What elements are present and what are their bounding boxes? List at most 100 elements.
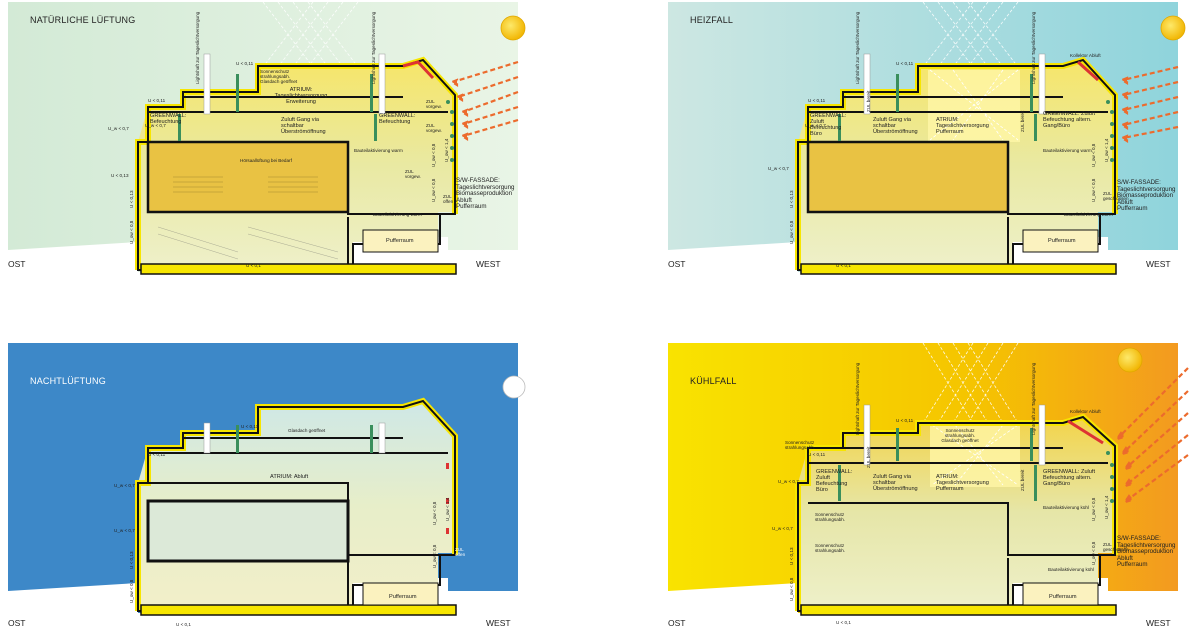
greenwall-left-label: GREENWALL: Zuluft Befeuchtung Büro	[810, 113, 847, 137]
east-label: OST	[668, 618, 686, 628]
sw-facade-label: S/W-FASSADE: Tageslichtversorgung Biomas…	[456, 177, 515, 210]
panel-title: NATÜRLICHE LÜFTUNG	[30, 15, 136, 25]
atrium-rays	[931, 424, 1019, 486]
u-bottom-label: U < 0,1	[246, 263, 261, 268]
greenwall-strips	[838, 428, 1037, 501]
facade-green-dots	[446, 100, 454, 162]
red-glazing	[1067, 419, 1104, 445]
uw1-label: U_w < 0,7	[805, 123, 826, 128]
atrium-glow	[928, 70, 1020, 142]
puffer-label: Pufferraum	[1049, 594, 1077, 600]
uow-14-label: U_ow < 1,4	[1104, 138, 1109, 162]
u-left-label: U < 0,11	[148, 98, 166, 103]
uow-left-label: U_ow < 0,8	[789, 220, 794, 244]
uw2-label: U_w < 0,7	[108, 126, 129, 131]
glasdach-label: Glasdach geöffnet	[288, 428, 326, 433]
bauteil-lower-label: Bauteilaktivierung warm	[1064, 212, 1113, 217]
hall-seats	[173, 176, 318, 193]
panel-title: NACHTLÜFTUNG	[30, 376, 106, 386]
east-label: OST	[8, 618, 26, 628]
u-top-label: U < 0,11	[236, 61, 254, 66]
lightshaft-tubes	[203, 53, 386, 115]
uw1-label: U_w < 0,7	[145, 123, 166, 128]
stairs	[157, 226, 339, 260]
uow-r2-label: U_ow < 0,8	[431, 178, 436, 202]
u-left-label: U < 0,11	[808, 98, 826, 103]
uow-r1-label: U_ow < 0,8	[1091, 497, 1096, 521]
uow-14-label: U_ow < 1,4	[444, 138, 449, 162]
zul-small-label: ZUL offen	[455, 547, 466, 557]
sw-small-label: ZUL geschlossen	[1103, 542, 1129, 551]
kollektor-label: Kollektor Abluft	[1070, 409, 1101, 414]
u-top-label: U < 0,11	[896, 61, 914, 66]
puffer-room	[362, 229, 439, 253]
uow-r1-label: U_ow < 0,8	[1091, 143, 1096, 167]
sun-arrows	[1119, 65, 1179, 143]
zul-right-label: ZUL bereit	[1020, 110, 1025, 132]
atrium-label: ATRIUM: Abluft	[270, 474, 309, 480]
u-bottom-label: U < 0,1	[176, 622, 191, 627]
u013-label: U < 0,13	[129, 551, 134, 570]
east-label: OST	[668, 259, 686, 269]
zul-mid-label: ZUL vorgew.	[426, 123, 442, 133]
daylight-rays	[922, 1, 1019, 68]
section-drawing	[668, 342, 1189, 616]
atrium-label: ATRIUM: Tageslichtversorgung Erweiterung	[274, 87, 328, 105]
uow-left-label: U_ow < 0,8	[789, 577, 794, 601]
sunshade-left-label: Sonnenschutz strahlungsabh.	[785, 440, 816, 450]
u013-label: U < 0,13	[789, 190, 794, 209]
greenwall-strips	[236, 425, 373, 453]
wind-arrows	[449, 60, 519, 141]
ground-slab	[140, 263, 457, 275]
greenwall-strips	[838, 74, 1037, 141]
bauteil-lower-label: Bauteilaktivierung kühl	[1048, 567, 1094, 572]
greenwall-right-label: GREENWALL: Zuluft Befeuchtung altern. Ga…	[1043, 469, 1096, 487]
puffer-label: Pufferraum	[1048, 238, 1076, 244]
uow-left-label: U_ow < 0,8	[129, 579, 134, 603]
section-drawing	[8, 343, 526, 616]
bauteil-upper-label: Bauteilaktivierung kühl	[1043, 505, 1089, 510]
uow-14-label: U_ow < 1,4	[1104, 495, 1109, 519]
zuluft-label: Zuluft Gang via schaltbar Überströmöffnu…	[281, 117, 326, 135]
panel-kuehlfall: KÜHLFALL OST WEST U < 0,11 U < 0,11 U_w …	[668, 342, 1198, 633]
panel-nachtlueftung: NACHTLÜFTUNG OST WEST U < 0,11 U < 0,11 …	[8, 343, 538, 633]
uow-r1-label: U_ow < 0,8	[431, 143, 436, 167]
sunshade-label: Sonnenschutz strahlungsabh. Glasdach geö…	[260, 69, 298, 84]
uow-left-label: U_ow < 0,8	[129, 220, 134, 244]
uw2-label: U_w < 0,7	[772, 526, 793, 531]
uw1-label: U_w < 0,7	[114, 483, 135, 488]
uow-r1-label: U_ow < 0,8	[432, 501, 437, 525]
west-label: WEST	[486, 618, 511, 628]
uw1-label: U_w < 0,7	[778, 479, 799, 484]
lightshaft-left-label: Lightshaft zur Tageslichtversorgung	[855, 362, 860, 435]
sw-facade-label: S/W-FASSADE: Tageslichtversorgung Biomas…	[1117, 535, 1176, 568]
zul-lower-label: ZUL vorgew.	[405, 169, 421, 179]
ground-slab	[800, 263, 1117, 275]
lightshaft-tubes	[863, 404, 1046, 466]
puffer-label: Pufferraum	[389, 594, 417, 600]
sunshade-mid-label: Sonnenschutz strahlungsabh.	[815, 512, 846, 522]
kollektor-label: Kollektor Abluft	[1070, 53, 1101, 58]
u-top-label: U < 0,11	[896, 418, 914, 423]
lightshaft-right-label: Lightshaft zur Tageslichtversorgung	[1031, 362, 1036, 435]
east-label: OST	[8, 259, 26, 269]
facade-red-marks	[446, 463, 449, 534]
u-top-label: U < 0,11	[241, 424, 259, 429]
atrium-glow	[930, 425, 1020, 487]
facade-green-dots	[1106, 451, 1114, 503]
zul-small-label: ZUL offen	[443, 194, 454, 204]
atrium-label: ATRIUM: Tageslichtversorgung Pufferraum	[936, 474, 989, 492]
u-bottom-label: U < 0,1	[836, 620, 851, 625]
sunshade-top-label: Sonnenschutz strahlungsabh. Glasdach geö…	[941, 428, 979, 443]
panel-natuerliche-lueftung: NATÜRLICHE LÜFTUNG OST WEST U < 0,11 U <…	[8, 1, 538, 292]
u013-label: U < 0,13	[111, 173, 129, 178]
uw2-label: U_w < 0,7	[114, 528, 135, 533]
lecture-hall	[146, 499, 350, 563]
sun-arrows	[1114, 367, 1189, 504]
uw2-label: U_w < 0,7	[768, 166, 789, 171]
section-drawing	[668, 1, 1186, 275]
u-left-label: U < 0,11	[148, 452, 166, 457]
lightshaft-tubes	[203, 422, 386, 454]
bauteil-upper-label: Bauteilaktivierung warm	[354, 148, 403, 153]
west-label: WEST	[476, 259, 501, 269]
